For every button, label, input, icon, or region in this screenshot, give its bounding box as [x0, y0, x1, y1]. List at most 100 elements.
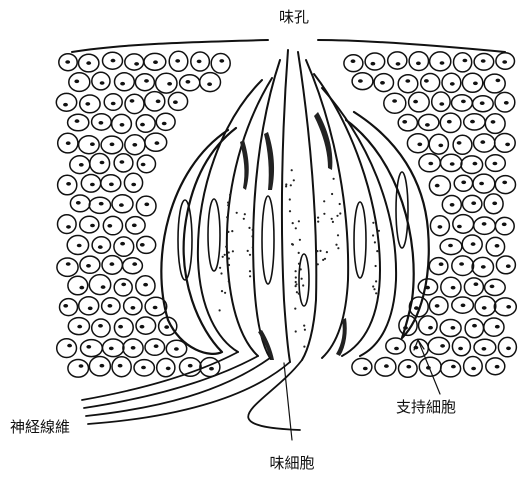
dot [291, 243, 293, 245]
dot [249, 254, 251, 256]
epithelial-nucleus [156, 100, 161, 104]
epithelial-cell [92, 72, 110, 90]
label-support-cell: 支持細胞 [396, 398, 456, 416]
epithelial-cell [429, 176, 450, 196]
epithelial-cell [464, 278, 483, 296]
label-taste-cell: 味細胞 [269, 454, 314, 472]
epithelial-nucleus [90, 183, 95, 187]
epithelial-nucleus [143, 283, 148, 287]
epithelial-nucleus [140, 123, 145, 127]
epithelial-nucleus [101, 285, 106, 289]
epithelial-cell [462, 73, 482, 92]
epithelial-cell [344, 55, 363, 72]
dot [339, 212, 341, 214]
dot [378, 230, 380, 232]
dot [332, 221, 334, 223]
epithelial-cell [384, 93, 406, 113]
epithelial-cell [365, 53, 385, 70]
epithelial-nucleus [424, 79, 429, 83]
dot [303, 346, 305, 348]
epithelial-cell [136, 317, 156, 334]
epithelial-cell [452, 95, 473, 111]
epithelial-cell [430, 52, 451, 71]
dot [249, 270, 251, 272]
dot [298, 220, 300, 222]
dot [323, 213, 325, 215]
dot [285, 185, 287, 187]
epithelial-nucleus [76, 201, 81, 205]
dot [295, 276, 297, 278]
epithelial-cell [484, 318, 504, 336]
epithelial-cell [68, 276, 88, 295]
epithelial-nucleus [186, 80, 191, 84]
epithelial-cell [409, 52, 428, 71]
dot [302, 284, 304, 286]
epithelial-nucleus [99, 121, 104, 125]
epithelial-cell [81, 340, 103, 357]
epithelial-cell [68, 360, 89, 378]
epithelial-nucleus [440, 61, 445, 65]
label-nerve-fiber: 神経線維 [10, 418, 70, 436]
epithelial-cell [200, 73, 221, 92]
dot [296, 291, 298, 293]
epithelial-nucleus [492, 202, 497, 206]
epithelial-nucleus [439, 102, 444, 106]
epithelial-nucleus [457, 141, 462, 145]
dot [228, 264, 230, 266]
dot [243, 218, 245, 220]
epithelial-nucleus [481, 265, 486, 269]
dot [375, 280, 377, 282]
epithelial-nucleus [90, 224, 95, 228]
epithelial-nucleus [428, 162, 433, 166]
dot [248, 227, 250, 229]
surface-edge-right [318, 40, 505, 52]
epithelial-nucleus [363, 367, 368, 371]
dot [289, 198, 291, 200]
epithelial-nucleus [75, 119, 80, 123]
epithelial-nucleus [74, 80, 79, 84]
epithelial-nucleus [505, 143, 510, 147]
epithelial-cell [114, 318, 133, 337]
epithelial-nucleus [384, 364, 389, 368]
epithelial-nucleus [111, 59, 116, 63]
epithelial-nucleus [118, 325, 123, 329]
epithelial-nucleus [461, 100, 466, 104]
epithelial-nucleus [162, 122, 167, 126]
surface-edge-left [72, 40, 268, 52]
dot [303, 325, 305, 327]
epithelial-nucleus [435, 184, 440, 188]
epithelial-cell [58, 215, 77, 234]
dot [322, 259, 324, 261]
epithelial-nucleus [479, 182, 484, 186]
nerve-fibers [82, 352, 302, 430]
dot [227, 231, 229, 233]
dot [295, 227, 297, 229]
epithelial-nucleus [119, 203, 124, 207]
epithelial-cell [461, 156, 483, 174]
epithelial-cell [474, 217, 496, 234]
epithelial-cell [156, 113, 175, 130]
dot [236, 212, 238, 214]
epithelial-nucleus [120, 82, 125, 86]
epithelial-nucleus [471, 242, 476, 246]
epithelial-nucleus [197, 60, 202, 64]
epithelial-cell [388, 52, 407, 69]
epithelial-nucleus [99, 202, 104, 206]
epithelial-nucleus [480, 140, 485, 144]
epithelial-nucleus [402, 120, 407, 124]
dot [231, 230, 233, 232]
epithelial-cell [452, 337, 470, 356]
epithelial-nucleus [141, 163, 146, 167]
epithelial-nucleus [482, 306, 487, 310]
dot [319, 250, 321, 252]
cell-nucleus [262, 196, 274, 284]
epithelial-nucleus [111, 102, 116, 106]
epithelial-nucleus [98, 324, 103, 328]
epithelial-nucleus [207, 82, 212, 86]
epithelial-nucleus [471, 367, 476, 371]
epithelial-nucleus [131, 183, 136, 187]
epithelial-nucleus [63, 103, 68, 107]
epithelial-cell [125, 94, 144, 113]
epithelial-nucleus [141, 366, 146, 370]
epithelial-nucleus [472, 324, 477, 328]
